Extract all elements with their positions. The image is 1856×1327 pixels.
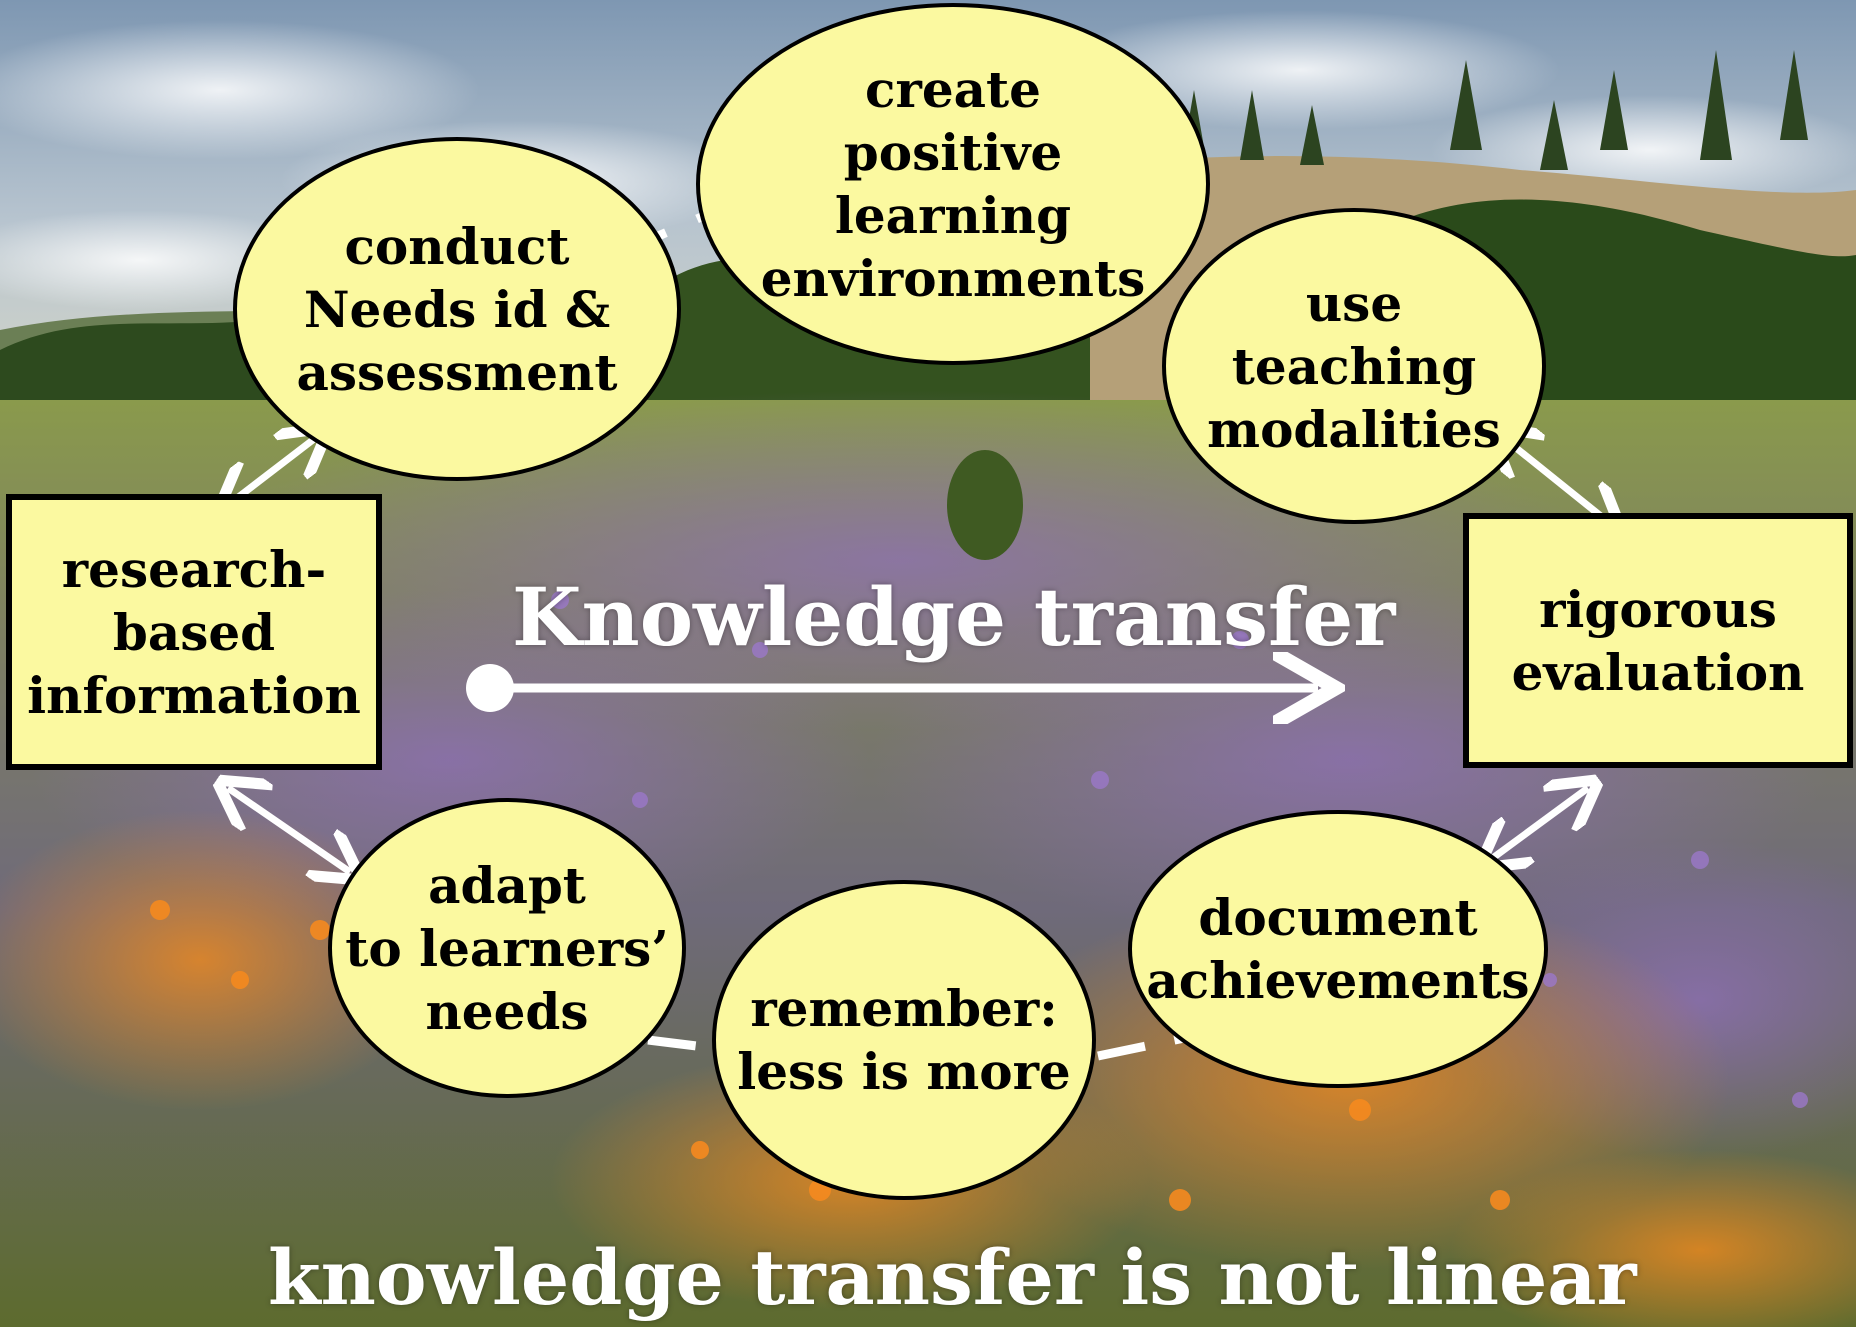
node-research-based-information: research- based information bbox=[6, 494, 382, 770]
node-use-teaching-label: use teaching modalities bbox=[1207, 273, 1501, 459]
node-document-label: document achievements bbox=[1146, 888, 1530, 1010]
node-rigorous-label: rigorous evaluation bbox=[1511, 579, 1805, 702]
node-conduct-label: conduct Needs id & assessment bbox=[296, 216, 618, 402]
node-adapt-to-learners-needs: adapt to learners’ needs bbox=[328, 798, 686, 1098]
node-create-label: create positive learning environments bbox=[760, 60, 1146, 308]
node-conduct-needs-assessment: conduct Needs id & assessment bbox=[233, 137, 681, 481]
node-rigorous-evaluation: rigorous evaluation bbox=[1463, 513, 1853, 768]
node-document-achievements: document achievements bbox=[1128, 810, 1548, 1088]
node-use-teaching-modalities: use teaching modalities bbox=[1162, 208, 1546, 524]
node-adapt-label: adapt to learners’ needs bbox=[345, 855, 669, 1041]
footer-title: knowledge transfer is not linear bbox=[268, 1233, 1637, 1322]
node-research-label: research- based information bbox=[27, 539, 361, 725]
center-title: Knowledge transfer bbox=[512, 570, 1396, 664]
node-remember-less-is-more: remember: less is more bbox=[712, 880, 1096, 1200]
node-create-positive-learning-environments: create positive learning environments bbox=[696, 3, 1210, 365]
node-remember-label: remember: less is more bbox=[737, 979, 1071, 1101]
